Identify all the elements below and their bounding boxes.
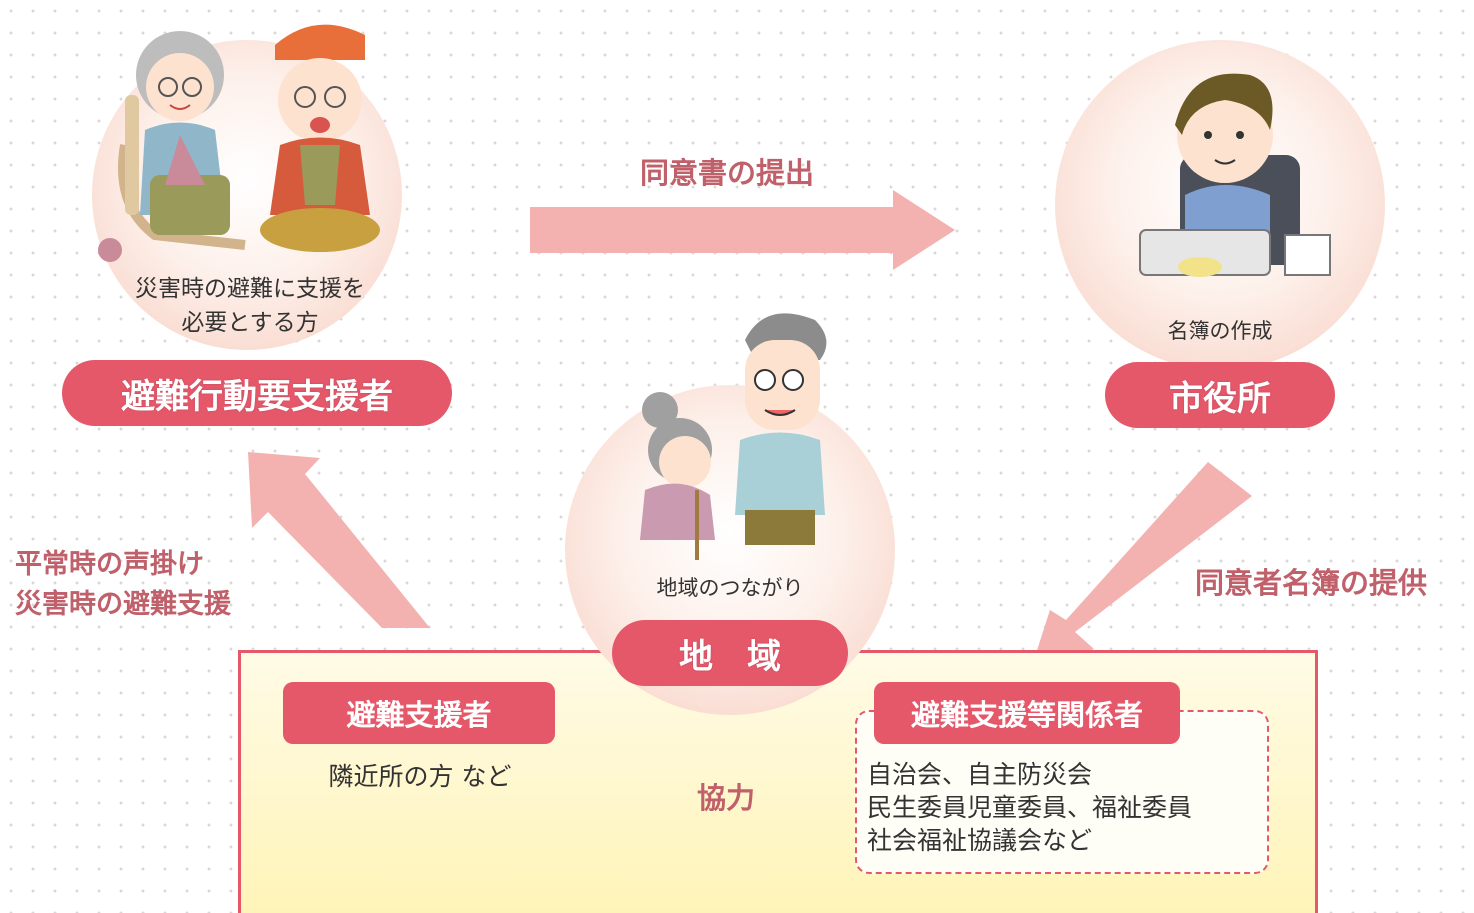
neighbors-illustration <box>640 313 827 560</box>
yarn-ball-icon <box>98 238 122 262</box>
arrow-everyday-support <box>248 452 430 628</box>
community-label: 地 域 <box>612 620 848 686</box>
support-person-label: 避難行動要支援者 <box>62 360 452 426</box>
support-person-caption-line2: 必要とする方 <box>181 310 319 336</box>
everyday-support-line1: 平常時の声掛け <box>15 549 204 580</box>
everyday-support-line2: 災害時の避難支援 <box>15 589 231 620</box>
office-worker-illustration <box>1139 73 1331 277</box>
elderly-couple-illustration <box>98 24 380 262</box>
list-provision-label: 同意者名簿の提供 <box>1195 566 1428 600</box>
related-parties-item: 社会福祉協議会など <box>867 826 1093 855</box>
document-icon <box>1284 234 1331 276</box>
support-person-caption: 災害時の避難に支援を 必要とする方 <box>105 272 395 340</box>
related-parties-item: 民生委員児童委員、福祉委員 <box>867 793 1193 822</box>
consent-submission-label: 同意書の提出 <box>640 156 815 190</box>
related-parties-item: 自治会、自主防災会 <box>867 760 1093 789</box>
supporters-detail: 隣近所の方 など <box>328 762 512 791</box>
city-hall-caption: 名簿の作成 <box>1167 319 1273 343</box>
related-parties-label: 避難支援等関係者 <box>874 682 1180 744</box>
supporters-label: 避難支援者 <box>283 682 555 744</box>
city-hall-label: 市役所 <box>1105 362 1335 428</box>
community-caption: 地域のつながり <box>656 576 804 600</box>
arrow-list-provision <box>1030 462 1252 672</box>
cooperation-label: 協力 <box>697 781 756 815</box>
support-person-caption-line1: 災害時の避難に支援を <box>135 276 365 302</box>
related-parties-list: 自治会、自主防災会 民生委員児童委員、福祉委員 社会福祉協議会など <box>867 758 1192 857</box>
arrow-consent-submission <box>530 190 955 270</box>
everyday-support-label: 平常時の声掛け 災害時の避難支援 <box>15 545 231 625</box>
